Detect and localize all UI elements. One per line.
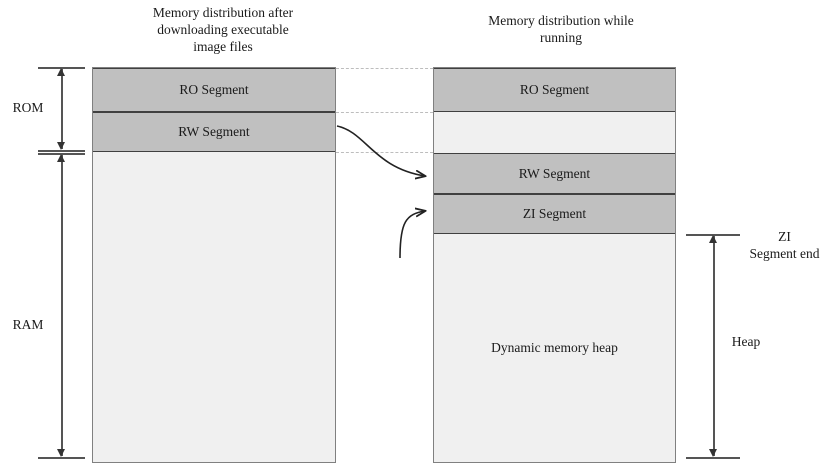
guide-line-bottom [336, 152, 433, 153]
right-segment-heap: Dynamic memory heap [434, 234, 675, 462]
ram-bracket-arrow-top [57, 154, 65, 162]
left-segment-ro: RO Segment [93, 68, 335, 112]
left-segment-rw: RW Segment [93, 112, 335, 152]
ram-bracket-arrow-bottom [57, 449, 65, 457]
zi-segment-end-label: ZI Segment end [749, 229, 820, 261]
rom-bracket-tick-top [38, 67, 85, 69]
left-memory-column: RO Segment RW Segment [92, 67, 336, 463]
right-segment-ro: RO Segment [434, 68, 675, 112]
rw-relocation-arrow [336, 125, 425, 176]
right-segment-rw-label: RW Segment [518, 165, 591, 181]
left-segment-rw-label: RW Segment [178, 124, 250, 139]
heap-bracket-tick-top [686, 234, 740, 236]
right-segment-heap-label: Dynamic memory heap [491, 340, 618, 355]
ram-bracket-tick-top [38, 153, 85, 155]
right-segment-ro-label: RO Segment [519, 82, 590, 97]
heap-bracket-axis [713, 236, 715, 456]
left-diagram-title: Memory distribution after downloading ex… [152, 5, 294, 54]
ram-bracket-label: RAM [12, 317, 44, 332]
right-memory-column: RO Segment RW Segment ZI Segment Dynamic… [433, 67, 676, 463]
guide-line-top [336, 68, 433, 69]
guide-line-middle [336, 112, 433, 113]
right-diagram-title: Memory distribution while running [488, 13, 634, 45]
ram-bracket-axis [61, 155, 63, 456]
ram-bracket-tick-bottom [38, 457, 85, 459]
zi-relocation-arrow [399, 211, 425, 259]
right-segment-zi: ZI Segment [434, 194, 675, 234]
rom-bracket-tick-bottom [38, 150, 85, 152]
rom-bracket-arrow-bottom [57, 142, 65, 150]
heap-bracket-tick-bottom [686, 457, 740, 459]
right-segment-gap [434, 112, 675, 153]
right-segment-rw: RW Segment [434, 153, 675, 194]
heap-bracket-label: Heap [731, 334, 761, 349]
rom-bracket-arrow-top [57, 68, 65, 76]
left-segment-free [93, 152, 335, 462]
heap-bracket-arrow-top [709, 235, 717, 243]
left-segment-ro-label: RO Segment [179, 82, 249, 97]
rom-bracket-label: ROM [12, 100, 44, 115]
heap-bracket-arrow-bottom [709, 449, 717, 457]
right-segment-zi-label: ZI Segment [522, 206, 587, 221]
rom-bracket-axis [61, 69, 63, 149]
